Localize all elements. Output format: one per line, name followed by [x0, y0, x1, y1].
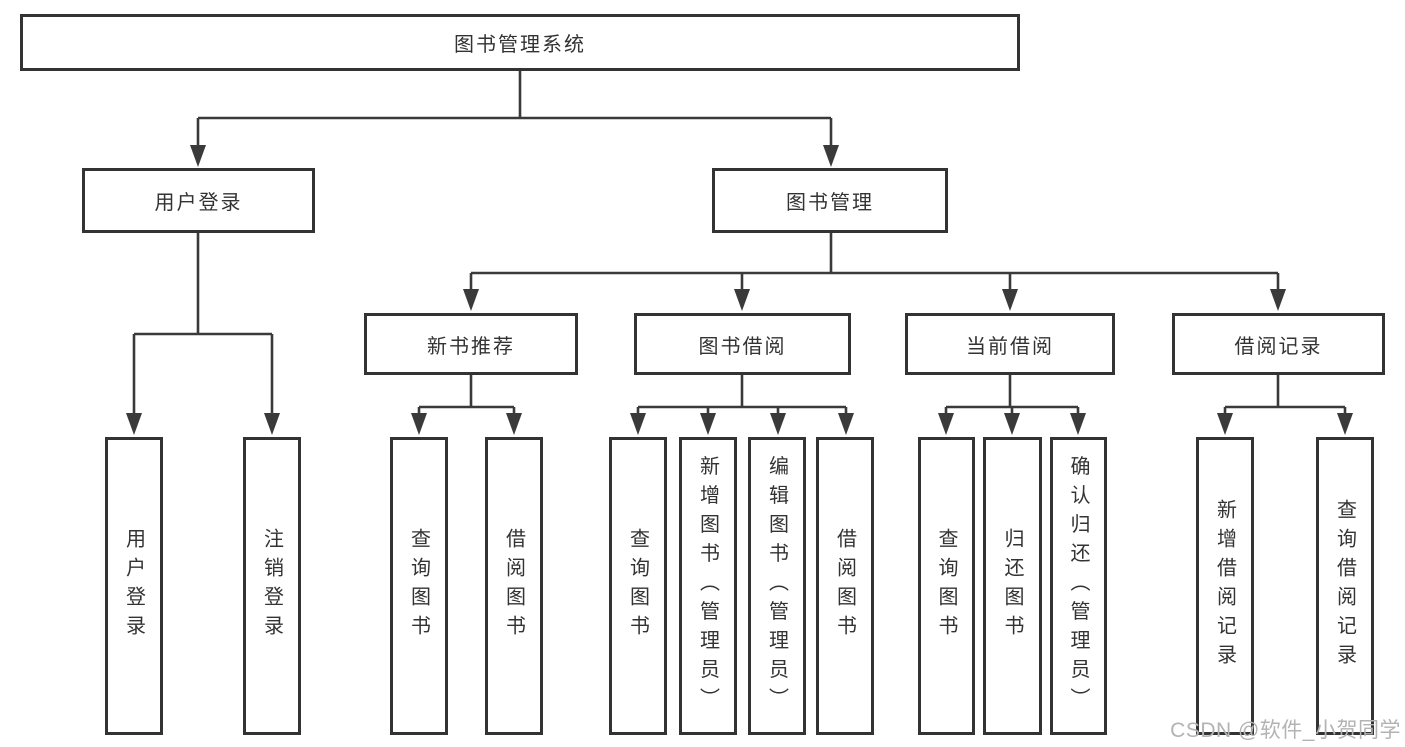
node-label: 图书借阅	[698, 335, 787, 358]
node-root-system: 图书管理系统	[20, 14, 1020, 71]
leaf-query-books-3: 查询图书	[918, 437, 975, 735]
node-label: 用户登录	[154, 192, 243, 214]
csdn-watermark: CSDN @软件_小贺同学	[1170, 719, 1401, 742]
leaf-borrow-books-1: 借阅图书	[485, 437, 543, 735]
node-label: 查询图书	[626, 528, 649, 644]
node-label: 图书管理	[786, 192, 874, 214]
arrowheads	[126, 145, 1353, 435]
node-label: 新增借阅记录	[1213, 499, 1236, 673]
node-label: 编辑图书（管理员）	[765, 455, 788, 717]
node-label: 借阅图书	[502, 528, 525, 644]
node-label: 确认归还（管理员）	[1067, 455, 1089, 717]
node-label: 查询图书	[935, 528, 957, 644]
node-current-borrow: 当前借阅	[905, 313, 1115, 375]
node-book-management-branch: 图书管理	[712, 168, 948, 233]
node-label: 归还图书	[1001, 528, 1023, 644]
node-new-book-recommend: 新书推荐	[364, 313, 578, 375]
node-label: 注销登录	[260, 528, 283, 644]
leaf-confirm-return-admin: 确认归还（管理员）	[1050, 437, 1107, 735]
node-label: 当前借阅	[966, 335, 1054, 358]
node-user-login-branch: 用户登录	[82, 168, 315, 233]
leaf-user-login: 用户登录	[105, 437, 163, 735]
leaf-query-books-1: 查询图书	[390, 437, 448, 735]
node-label: 借阅图书	[833, 528, 856, 644]
leaf-add-borrow-record: 新增借阅记录	[1196, 437, 1254, 735]
leaf-logout: 注销登录	[243, 437, 301, 735]
leaf-return-books: 归还图书	[983, 437, 1042, 735]
node-label: 查询图书	[407, 528, 430, 644]
node-label: 借阅记录	[1234, 335, 1323, 358]
node-book-borrow: 图书借阅	[634, 313, 851, 375]
leaf-borrow-books-2: 借阅图书	[816, 437, 874, 735]
node-label: 用户登录	[122, 528, 145, 644]
leaf-query-borrow-record: 查询借阅记录	[1316, 437, 1374, 735]
leaf-query-books-2: 查询图书	[609, 437, 667, 735]
leaf-edit-books-admin: 编辑图书（管理员）	[748, 437, 806, 735]
node-label: 新书推荐	[427, 335, 515, 358]
leaf-add-books-admin: 新增图书（管理员）	[679, 437, 737, 735]
node-label: 新增图书（管理员）	[696, 455, 719, 717]
node-label: 查询借阅记录	[1333, 499, 1356, 673]
node-label: 图书管理系统	[454, 34, 586, 56]
node-borrow-records: 借阅记录	[1172, 313, 1385, 375]
